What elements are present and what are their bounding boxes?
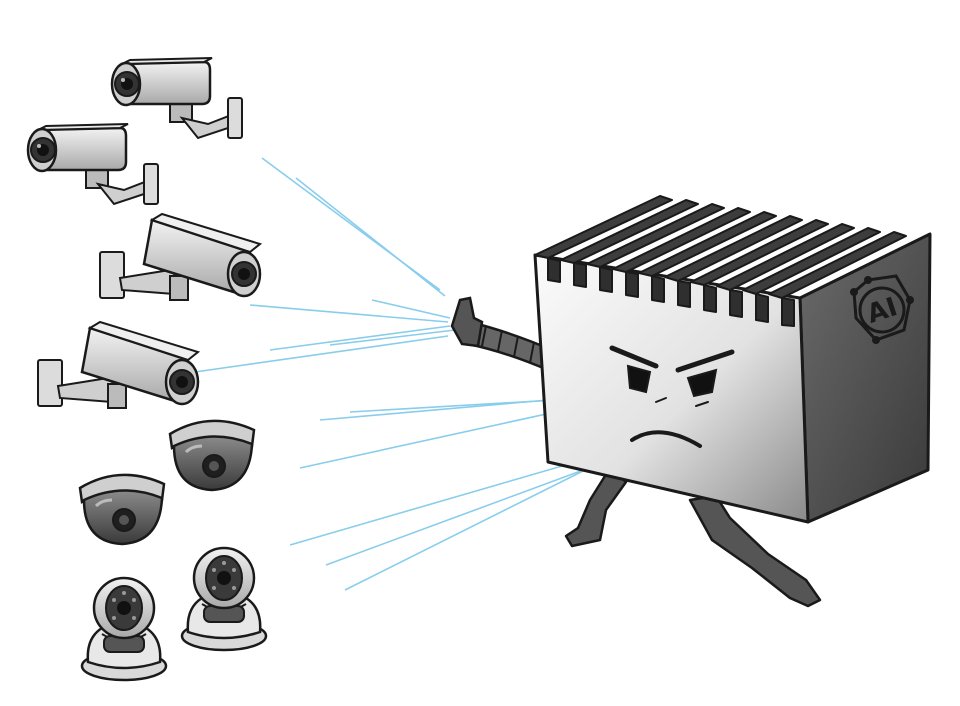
ai-chip-character: AI	[450, 195, 932, 608]
right-eyebrow	[675, 349, 735, 373]
chip-front-face	[533, 253, 810, 524]
bullet-camera	[110, 56, 244, 140]
bullet-camera	[36, 320, 200, 410]
dome-camera	[168, 419, 256, 492]
pan-tilt-camera	[80, 576, 168, 682]
bullet-camera	[98, 212, 262, 302]
pan-tilt-camera	[180, 546, 268, 652]
chip-legs	[564, 466, 822, 608]
mouth	[630, 430, 702, 448]
right-eye	[686, 368, 718, 398]
left-eye	[626, 364, 652, 394]
dome-camera	[78, 473, 166, 546]
chip-left-arm	[450, 296, 554, 372]
camera-group	[26, 56, 268, 682]
heatsink-fins	[534, 195, 907, 327]
bullet-camera	[26, 122, 160, 206]
detection-beams	[194, 157, 611, 591]
left-eyebrow	[609, 345, 659, 369]
chip-face	[609, 345, 735, 448]
